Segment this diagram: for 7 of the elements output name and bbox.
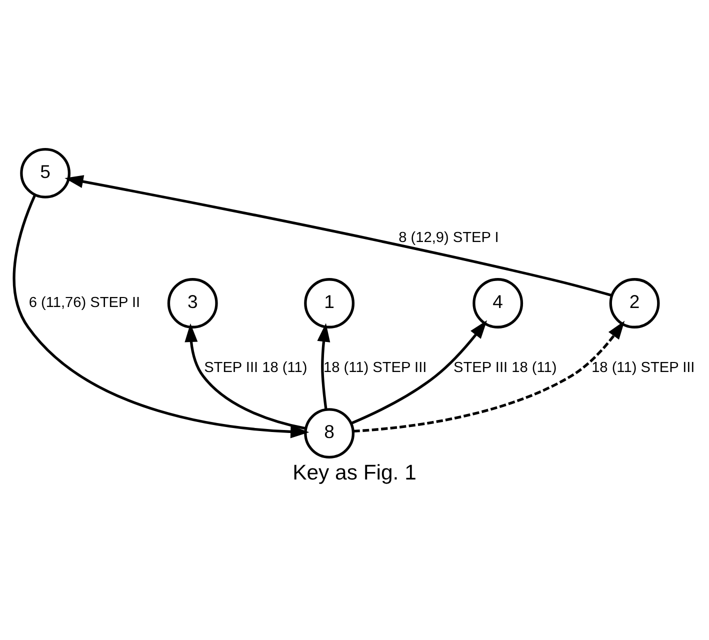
edge-label: STEP III 18 (11) (204, 359, 308, 376)
edge-label: 6 (11,76) STEP II (28, 294, 140, 310)
edge-label: 18 (11) STEP III (324, 359, 427, 376)
edge-label: 18 (11) STEP III (592, 359, 695, 376)
edge-label: 8 (12,9) STEP I (398, 229, 499, 246)
caption: Key as Fig. 1 (292, 460, 416, 484)
edge-label: STEP III 18 (11) (454, 359, 557, 376)
